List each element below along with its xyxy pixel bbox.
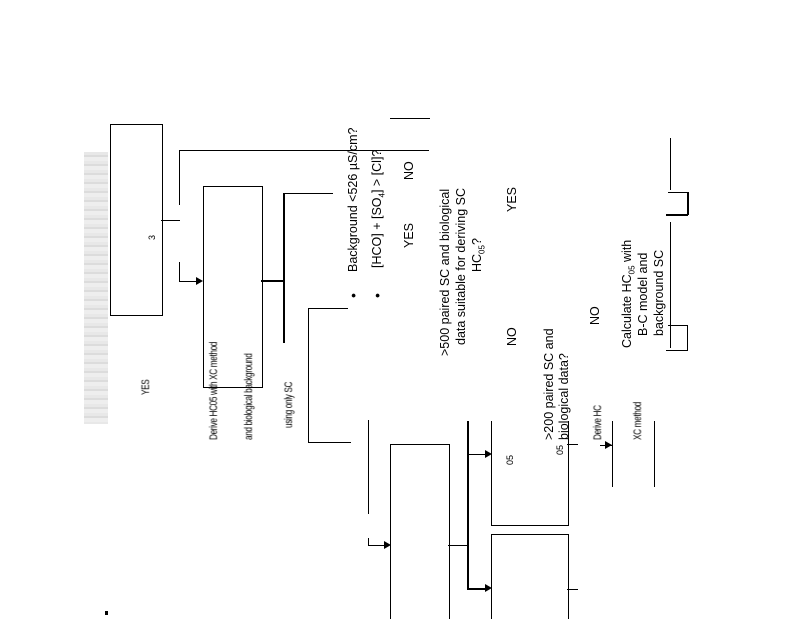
- calculate-line3: background SC: [652, 249, 666, 336]
- connector: [368, 545, 385, 546]
- connector: [567, 444, 578, 445]
- connector: [612, 421, 613, 487]
- q500-line3: HC05?: [470, 238, 487, 272]
- q500-no: NO: [505, 327, 519, 346]
- q500-line1: >500 paired SC and biological: [438, 188, 452, 356]
- connector: [666, 350, 688, 351]
- derive-box: [203, 186, 263, 388]
- lower-box-bottom: [491, 534, 569, 619]
- criteria-bullet-dot: •: [345, 293, 361, 298]
- scan-speck: [105, 611, 108, 615]
- derive-text-line2: and biological background: [243, 353, 255, 440]
- connector: [308, 308, 309, 442]
- connector: [666, 214, 688, 216]
- criteria-yes: YES: [402, 222, 416, 248]
- connector: [308, 442, 351, 443]
- yes-label: YES: [140, 379, 152, 395]
- connector: [368, 420, 369, 514]
- lower-box-top: [491, 421, 569, 526]
- connector: [179, 150, 180, 205]
- connector: [161, 220, 180, 221]
- connector: [467, 588, 486, 590]
- connector: [668, 192, 688, 193]
- connector: [687, 325, 688, 350]
- arrow-icon: [384, 541, 391, 549]
- connector: [283, 193, 285, 343]
- blurred-label-b: XC method: [632, 402, 644, 440]
- connector: [668, 325, 688, 326]
- box-a-label: 05: [505, 454, 515, 465]
- criteria-ion-ratio: [HCO] + [SO4] > [Cl]?: [370, 149, 387, 268]
- lower-box-left: [390, 444, 450, 619]
- arrow-icon: [485, 584, 492, 592]
- connector: [670, 222, 671, 348]
- q500-line2: data suitable for deriving SC: [454, 187, 468, 345]
- connector: [687, 192, 689, 215]
- derive-text-line3: using only SC: [283, 381, 295, 428]
- blurred-label-a: Derive HC: [592, 405, 604, 440]
- connector: [179, 281, 197, 282]
- criteria-background: Background <526 µS/cm?: [346, 127, 360, 272]
- connector: [467, 454, 486, 455]
- connector: [308, 308, 348, 309]
- connector: [179, 262, 180, 282]
- step-box-3-label: 3: [147, 234, 157, 240]
- connector: [448, 545, 468, 546]
- box-b-label: 05: [555, 444, 565, 455]
- criteria-no: NO: [402, 161, 416, 180]
- arrow-icon: [485, 450, 492, 458]
- calculate-line2: B-C model and: [636, 252, 650, 336]
- connector: [261, 280, 284, 282]
- scan-shadow-strip: [84, 152, 108, 424]
- criteria-bullet-dot: •: [369, 293, 385, 298]
- arrow-icon: [196, 277, 203, 285]
- connector: [467, 421, 469, 589]
- derive-text-line1: Derive HC05 with XC method: [208, 341, 220, 440]
- q500-yes: YES: [505, 186, 519, 212]
- connector: [368, 538, 369, 546]
- connector: [654, 421, 655, 487]
- connector: [390, 118, 430, 119]
- connector: [670, 138, 671, 190]
- step-box-3: [110, 124, 163, 316]
- q200-no: NO: [588, 306, 602, 325]
- connector: [179, 150, 429, 151]
- arrow-icon: [605, 441, 612, 449]
- connector: [567, 589, 578, 590]
- connector: [283, 193, 333, 194]
